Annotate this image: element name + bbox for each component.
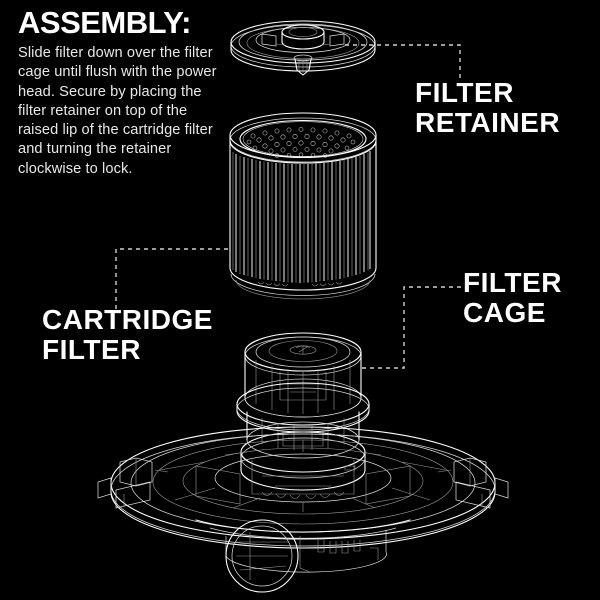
callout-filter-cage: FILTER CAGE [463,268,562,328]
leader-line-cartridge-filter [115,248,228,310]
callout-filter-retainer: FILTER RETAINER [415,78,560,138]
instructions-body: Slide filter down over the filter cage u… [18,45,217,177]
base-fins [317,540,361,554]
callout-cartridge-filter-line1: CARTRIDGE [42,304,213,335]
callout-cartridge-filter: CARTRIDGE FILTER [42,305,213,365]
callout-filter-cage-line2: CAGE [463,297,546,328]
part-filter-retainer [230,20,376,76]
leader-line-filter-retainer [345,44,461,78]
part-filter-cage [236,332,370,491]
pleats [232,151,371,283]
cage-hub-marking [289,345,317,355]
base-radial-ribs [159,440,446,512]
callout-filter-retainer-line2: RETAINER [415,107,561,138]
latch-tab-right [437,457,509,509]
leader-line-filter-cage [362,286,462,369]
base-scallops [261,491,345,499]
instructions-block: ASSEMBLY: Slide filter down over the fil… [18,6,218,179]
callout-cartridge-filter-line2: FILTER [42,334,141,365]
part-power-head [97,426,509,593]
callout-filter-cage-line1: FILTER [463,267,562,298]
mesh-top [242,121,364,158]
intake-port [225,519,299,593]
latch-tab-left [97,457,169,509]
part-cartridge-filter [229,112,377,300]
callout-filter-retainer-line1: FILTER [415,77,514,108]
page-title: ASSEMBLY: [18,5,191,40]
